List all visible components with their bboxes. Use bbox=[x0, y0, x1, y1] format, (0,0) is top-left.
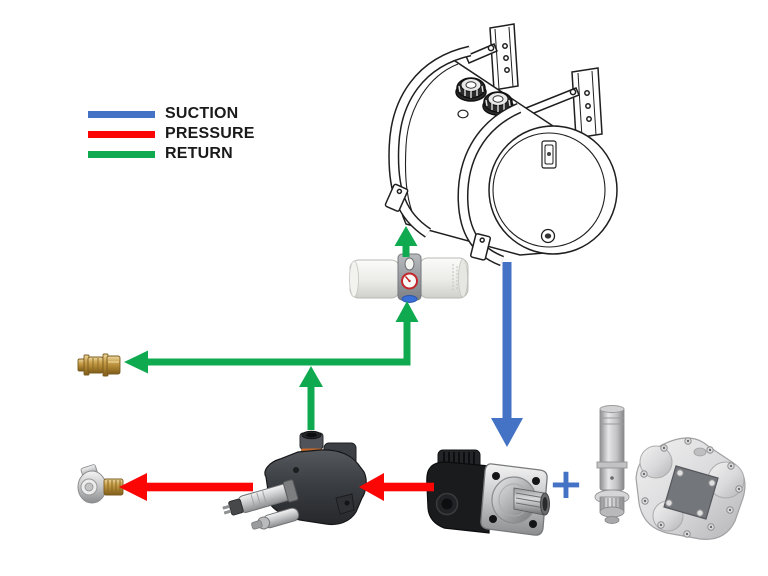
legend-item-suction: SUCTION bbox=[88, 104, 255, 124]
return-arrow-filter-to-tank bbox=[394, 226, 418, 257]
tank-bracket-right bbox=[571, 67, 603, 139]
tank-drain-port bbox=[540, 228, 556, 244]
return-filter-illustration bbox=[349, 253, 469, 303]
suction-color-bar-icon bbox=[88, 110, 155, 118]
return-arrow-line-to-filter bbox=[395, 301, 419, 366]
filter-bottom-port bbox=[401, 295, 418, 303]
legend-item-pressure: PRESSURE bbox=[88, 124, 255, 144]
return-color-bar-icon bbox=[88, 150, 155, 158]
legend: SUCTION PRESSURE RETURN bbox=[88, 104, 255, 164]
tank-bracket-left bbox=[489, 23, 519, 91]
legend-label-pressure: PRESSURE bbox=[165, 125, 255, 142]
tank-breather-hole bbox=[457, 109, 469, 119]
pump-shaft bbox=[513, 487, 550, 516]
pump-body bbox=[426, 461, 491, 534]
gear-pump-illustration bbox=[426, 449, 550, 536]
tank-filler-cap bbox=[455, 77, 487, 102]
pto-gearbox-illustration bbox=[635, 437, 746, 540]
legend-item-return: RETURN bbox=[88, 144, 255, 164]
return-arrow-valve-to-line bbox=[299, 366, 323, 430]
pto-mount-plate bbox=[663, 465, 719, 520]
suction-arrow-tank-to-pump bbox=[491, 262, 523, 447]
outlet-fitting-illustration bbox=[77, 464, 124, 504]
pto-shaft-illustration bbox=[594, 405, 630, 524]
relief-valve-illustration bbox=[222, 430, 367, 530]
hydraulic-oil-tank-illustration bbox=[384, 23, 618, 267]
legend-label-suction: SUCTION bbox=[165, 105, 239, 122]
return-line-to-barb-fitting bbox=[124, 350, 411, 374]
pressure-color-bar-icon bbox=[88, 130, 155, 138]
filter-indicator-window bbox=[404, 257, 415, 271]
valve-solenoid bbox=[222, 479, 299, 516]
plus-sign: + bbox=[548, 459, 583, 508]
pressure-arrow-valve-to-fitting bbox=[119, 473, 253, 501]
hose-barb-fitting-illustration bbox=[77, 353, 121, 377]
legend-label-return: RETURN bbox=[165, 145, 233, 162]
pressure-arrow-pump-to-valve bbox=[359, 473, 434, 501]
filter-gauge bbox=[401, 272, 418, 290]
tank-sight-glass bbox=[541, 140, 557, 169]
